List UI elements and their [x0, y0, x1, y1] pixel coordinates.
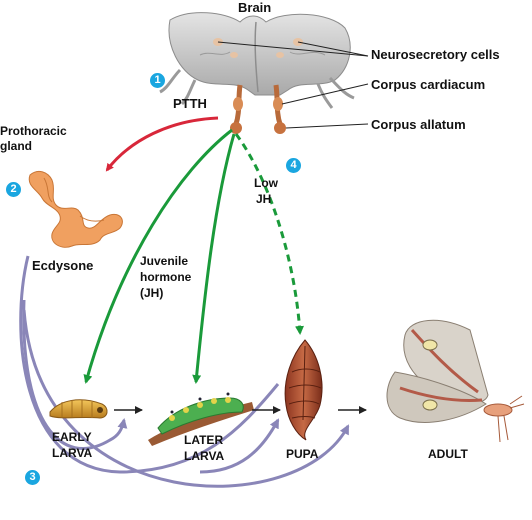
jh-label-line2: hormone	[140, 270, 192, 284]
jh-label-line3: (JH)	[140, 286, 164, 300]
ptth-label: PTTH	[173, 96, 207, 111]
jh-arrow-early-larva	[83, 128, 233, 384]
low-jh-label-line2: JH	[256, 192, 272, 206]
neurosecretory-cells-label: Neurosecretory cells	[371, 47, 500, 62]
ecdysone-arrow-pupa	[22, 309, 350, 488]
step-2-badge: 2	[6, 182, 21, 197]
ecdysone-arrow-early-larva	[22, 299, 128, 450]
ptth-arrow	[105, 116, 219, 172]
corpus-cardiacum-label: Corpus cardiacum	[371, 77, 486, 92]
early-larva-label-line1: EARLY	[52, 430, 92, 444]
later-larva-label-line1: LATER	[184, 433, 224, 447]
early-larva-label-line2: LARVA	[52, 446, 93, 460]
ecdysone-arrow-later-larva	[199, 418, 280, 474]
pupa-label: PUPA	[286, 447, 319, 461]
label-leader-lines	[217, 41, 369, 129]
ecdysone-label: Ecdysone	[32, 258, 94, 273]
later-larva-illustration	[148, 392, 254, 446]
step-3-badge: 3	[25, 470, 40, 485]
adult-moth-illustration	[386, 319, 525, 443]
later-larva-label-line2: LARVA	[184, 449, 225, 463]
prothoracic-gland-label-line2: gland	[0, 139, 32, 153]
step-1-badge: 1	[150, 73, 165, 88]
low-jh-arrow-pupa	[234, 133, 305, 335]
brain-label: Brain	[238, 0, 272, 15]
ecdysone-arrow-main	[19, 255, 280, 474]
jh-label-line1: Juvenile	[140, 254, 189, 268]
prothoracic-gland-label-line1: Prothoracic	[0, 124, 67, 138]
jh-arrow-later-larva	[192, 133, 236, 384]
early-larva-illustration	[49, 399, 108, 419]
prothoracic-gland-illustration	[28, 170, 123, 248]
step-4-badge: 4	[286, 158, 301, 173]
brain-illustration	[159, 12, 355, 109]
corpora-glands	[230, 84, 286, 134]
corpus-allatum-label: Corpus allatum	[371, 117, 466, 132]
adult-label: ADULT	[428, 447, 468, 461]
low-jh-label-line1: Low	[254, 176, 278, 190]
pupa-illustration	[284, 339, 323, 441]
